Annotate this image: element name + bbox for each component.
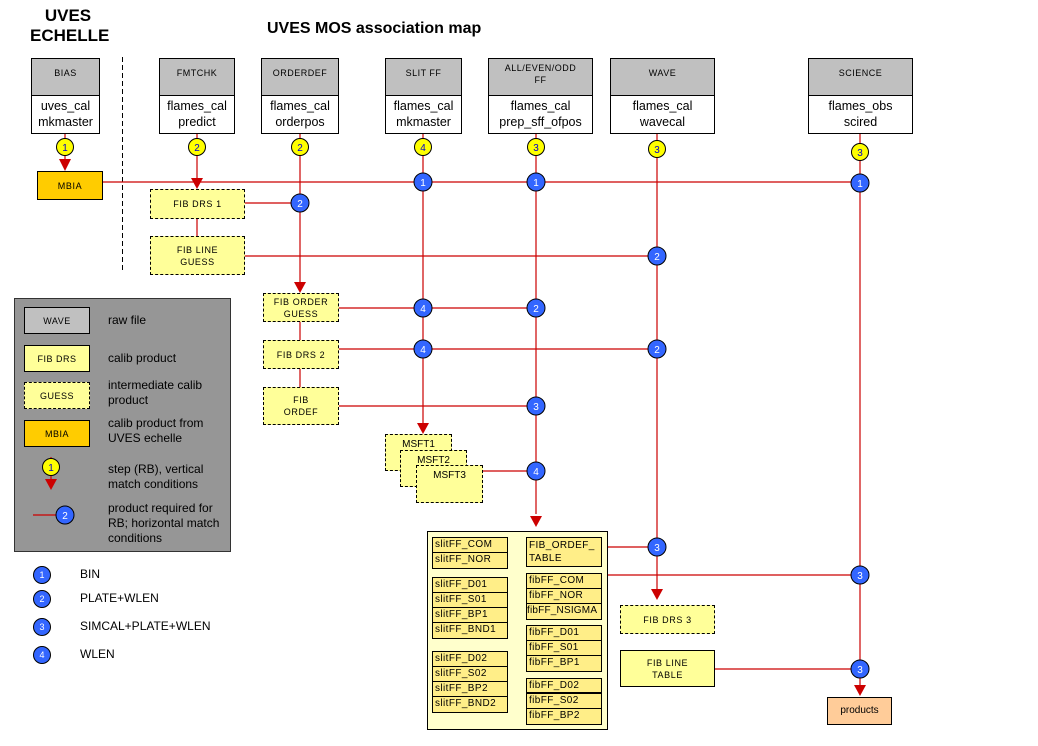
legend-text: raw file: [108, 313, 147, 327]
product-cell[interactable]: fibFF_BP2: [529, 710, 580, 721]
product-cell[interactable]: fibFF_NSIGMA: [527, 605, 598, 616]
product-mbia[interactable]: MBIA: [37, 171, 103, 200]
product-cell[interactable]: slitFF_S01: [433, 593, 507, 608]
legend-text: product required for RB; horizontal matc…: [108, 501, 220, 545]
product-cell[interactable]: slitFF_BND2: [435, 698, 497, 709]
product-cell[interactable]: fibFF_D02: [527, 679, 601, 694]
product-fib-line-table[interactable]: FIB LINE TABLE: [620, 650, 715, 687]
legend-sample-intermediate: GUESS: [24, 382, 90, 409]
product-fib-line-guess[interactable]: FIB LINE GUESS: [150, 236, 245, 275]
product-fib-drs-2[interactable]: FIB DRS 2: [263, 340, 339, 369]
product-cell[interactable]: fibFF_NOR: [527, 589, 601, 604]
legend-text: calib product from UVES echelle: [108, 416, 204, 445]
match-key-label: SIMCAL+PLATE+WLEN: [80, 619, 211, 633]
echelle-title: UVES ECHELLE: [30, 6, 110, 45]
match-key-label: WLEN: [80, 647, 115, 661]
fib-group-2: fibFF_D01 fibFF_S01 fibFF_BP1: [526, 625, 602, 672]
arrow-to-fib-order-guess: [294, 282, 306, 293]
raw-file-name: SLIT FF: [386, 59, 461, 96]
product-cell[interactable]: slitFF_BP2: [433, 682, 507, 697]
legend-sample-raw: WAVE: [24, 307, 90, 334]
arrow-to-fib-drs-3: [651, 589, 663, 600]
legend-step-sample: 1: [42, 457, 60, 490]
slit-group-2: slitFF_D01 slitFF_S01 slitFF_BP1 slitFF_…: [432, 577, 508, 639]
legend-panel: WAVE raw file FIB DRS calib product GUES…: [14, 298, 231, 552]
product-fib-drs-1[interactable]: FIB DRS 1: [150, 189, 245, 219]
legend-text: intermediate calib product: [108, 378, 203, 407]
arrow-to-ff-products: [530, 516, 542, 527]
legend-text: step (RB), vertical match conditions: [108, 462, 204, 491]
raw-file-name: ORDERDEF: [262, 59, 338, 96]
product-cell[interactable]: slitFF_D02: [433, 652, 507, 667]
match-key-circle: 2: [33, 590, 51, 608]
legend-step-number: 1: [48, 463, 54, 474]
slit-group-1: slitFF_COM slitFF_NOR: [432, 537, 508, 569]
match-key-circle: 4: [33, 646, 51, 664]
fib-group-3: fibFF_D02 fibFF_S02 fibFF_BP2: [526, 678, 602, 725]
match-key-circle: 1: [33, 566, 51, 584]
match-key-label: BIN: [80, 567, 101, 581]
raw-file-name: SCIENCE: [809, 59, 912, 96]
legend-match-number: 2: [62, 511, 68, 522]
product-cell[interactable]: fibFF_COM: [527, 574, 601, 589]
fib-group-1: fibFF_COM fibFF_NOR fibFF_NSIGMA: [526, 573, 602, 620]
slit-group-3: slitFF_D02 slitFF_S02 slitFF_BP2 slitFF_…: [432, 651, 508, 713]
product-cell[interactable]: slitFF_S02: [433, 667, 507, 682]
raw-file-name: BIAS: [32, 59, 99, 96]
legend-sample-echelle: MBIA: [24, 420, 90, 447]
raw-file-name: ALL/EVEN/ODD FF: [489, 59, 592, 96]
product-msft3[interactable]: MSFT3: [416, 465, 483, 503]
fib-ordef-table[interactable]: FIB_ORDEF_ TABLE: [526, 537, 602, 567]
raw-file-name: WAVE: [611, 59, 714, 96]
arrow-to-mbia: [59, 159, 71, 171]
match-key-circle: 3: [33, 618, 51, 636]
product-cell[interactable]: fibFF_S02: [527, 694, 601, 709]
product-cell[interactable]: slitFF_BND1: [435, 624, 497, 635]
legend-match-sample: 2: [33, 505, 75, 525]
product-cell[interactable]: fibFF_D01: [527, 626, 601, 641]
product-cell[interactable]: fibFF_BP1: [529, 657, 580, 668]
arrow-to-fib-drs-1: [191, 178, 203, 189]
product-cell[interactable]: slitFF_BP1: [433, 608, 507, 623]
match-key-label: PLATE+WLEN: [80, 591, 159, 605]
product-fib-order-guess[interactable]: FIB ORDER GUESS: [263, 293, 339, 322]
ff-products-panel: slitFF_COM slitFF_NOR slitFF_D01 slitFF_…: [427, 531, 608, 730]
legend-text: calib product: [108, 351, 177, 365]
product-fib-drs-3[interactable]: FIB DRS 3: [620, 605, 715, 634]
product-cell[interactable]: slitFF_D01: [433, 578, 507, 593]
page-title: UVES MOS association map: [267, 20, 482, 37]
product-fib-ordef[interactable]: FIB ORDEF: [263, 387, 339, 425]
arrow-to-msft: [417, 423, 429, 434]
legend-sample-calib: FIB DRS: [24, 345, 90, 372]
raw-file-name: FMTCHK: [160, 59, 234, 96]
arrow-to-products: [854, 685, 866, 696]
product-cell[interactable]: slitFF_COM: [433, 538, 507, 553]
product-cell[interactable]: slitFF_NOR: [435, 554, 492, 565]
product-cell[interactable]: fibFF_S01: [527, 641, 601, 656]
product-final-products[interactable]: products: [827, 697, 892, 725]
